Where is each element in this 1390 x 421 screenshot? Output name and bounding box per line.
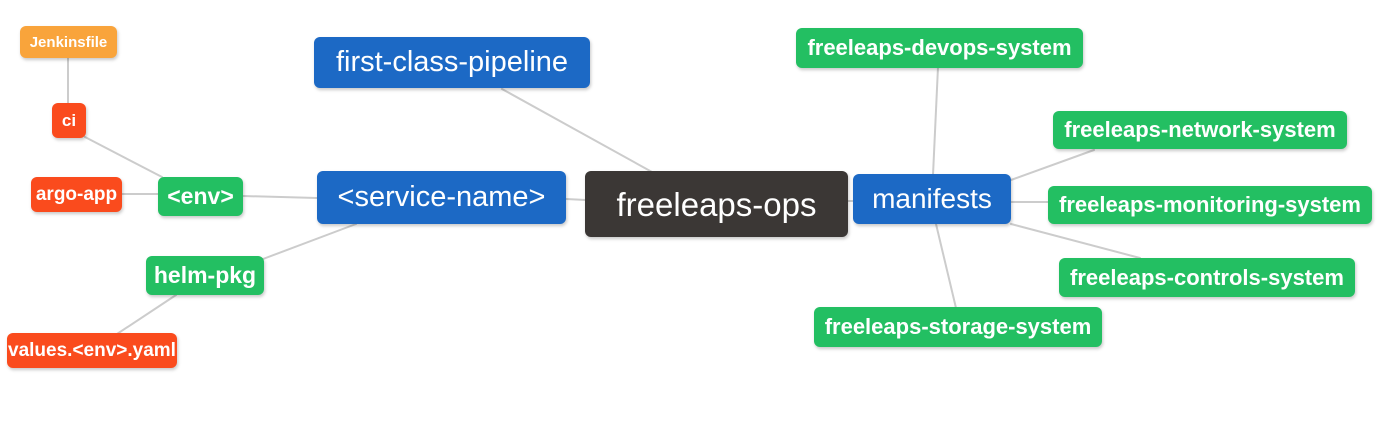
edge-service-name-helm-pkg: [262, 223, 357, 260]
edge-manifests-storage: [935, 223, 957, 309]
node-manifests[interactable]: manifests: [853, 174, 1011, 224]
node-jenkinsfile[interactable]: Jenkinsfile: [20, 26, 117, 58]
edge-manifests-network: [1010, 149, 1095, 181]
edge-manifests-controls: [1010, 223, 1141, 259]
node-service-name[interactable]: <service-name>: [317, 171, 566, 224]
node-values-env-yaml[interactable]: values.<env>.yaml: [7, 333, 177, 368]
node-freeleaps-monitoring-system[interactable]: freeleaps-monitoring-system: [1048, 186, 1372, 224]
edge-ci-env: [84, 136, 163, 178]
edge-env-service-name: [242, 195, 318, 199]
edge-helm-pkg-values: [116, 294, 177, 335]
node-first-class-pipeline[interactable]: first-class-pipeline: [314, 37, 590, 88]
node-freeleaps-network-system[interactable]: freeleaps-network-system: [1053, 111, 1347, 149]
edge-pipeline-root: [501, 88, 653, 173]
edge-service-name-root: [565, 198, 587, 201]
node-helm-pkg[interactable]: helm-pkg: [146, 256, 264, 295]
node-argo-app[interactable]: argo-app: [31, 177, 122, 212]
node-env[interactable]: <env>: [158, 177, 243, 216]
node-freeleaps-controls-system[interactable]: freeleaps-controls-system: [1059, 258, 1355, 297]
node-freeleaps-ops-root[interactable]: freeleaps-ops: [585, 171, 848, 237]
node-ci[interactable]: ci: [52, 103, 86, 138]
node-freeleaps-devops-system[interactable]: freeleaps-devops-system: [796, 28, 1083, 68]
edge-manifests-devops: [932, 66, 939, 176]
node-freeleaps-storage-system[interactable]: freeleaps-storage-system: [814, 307, 1102, 347]
